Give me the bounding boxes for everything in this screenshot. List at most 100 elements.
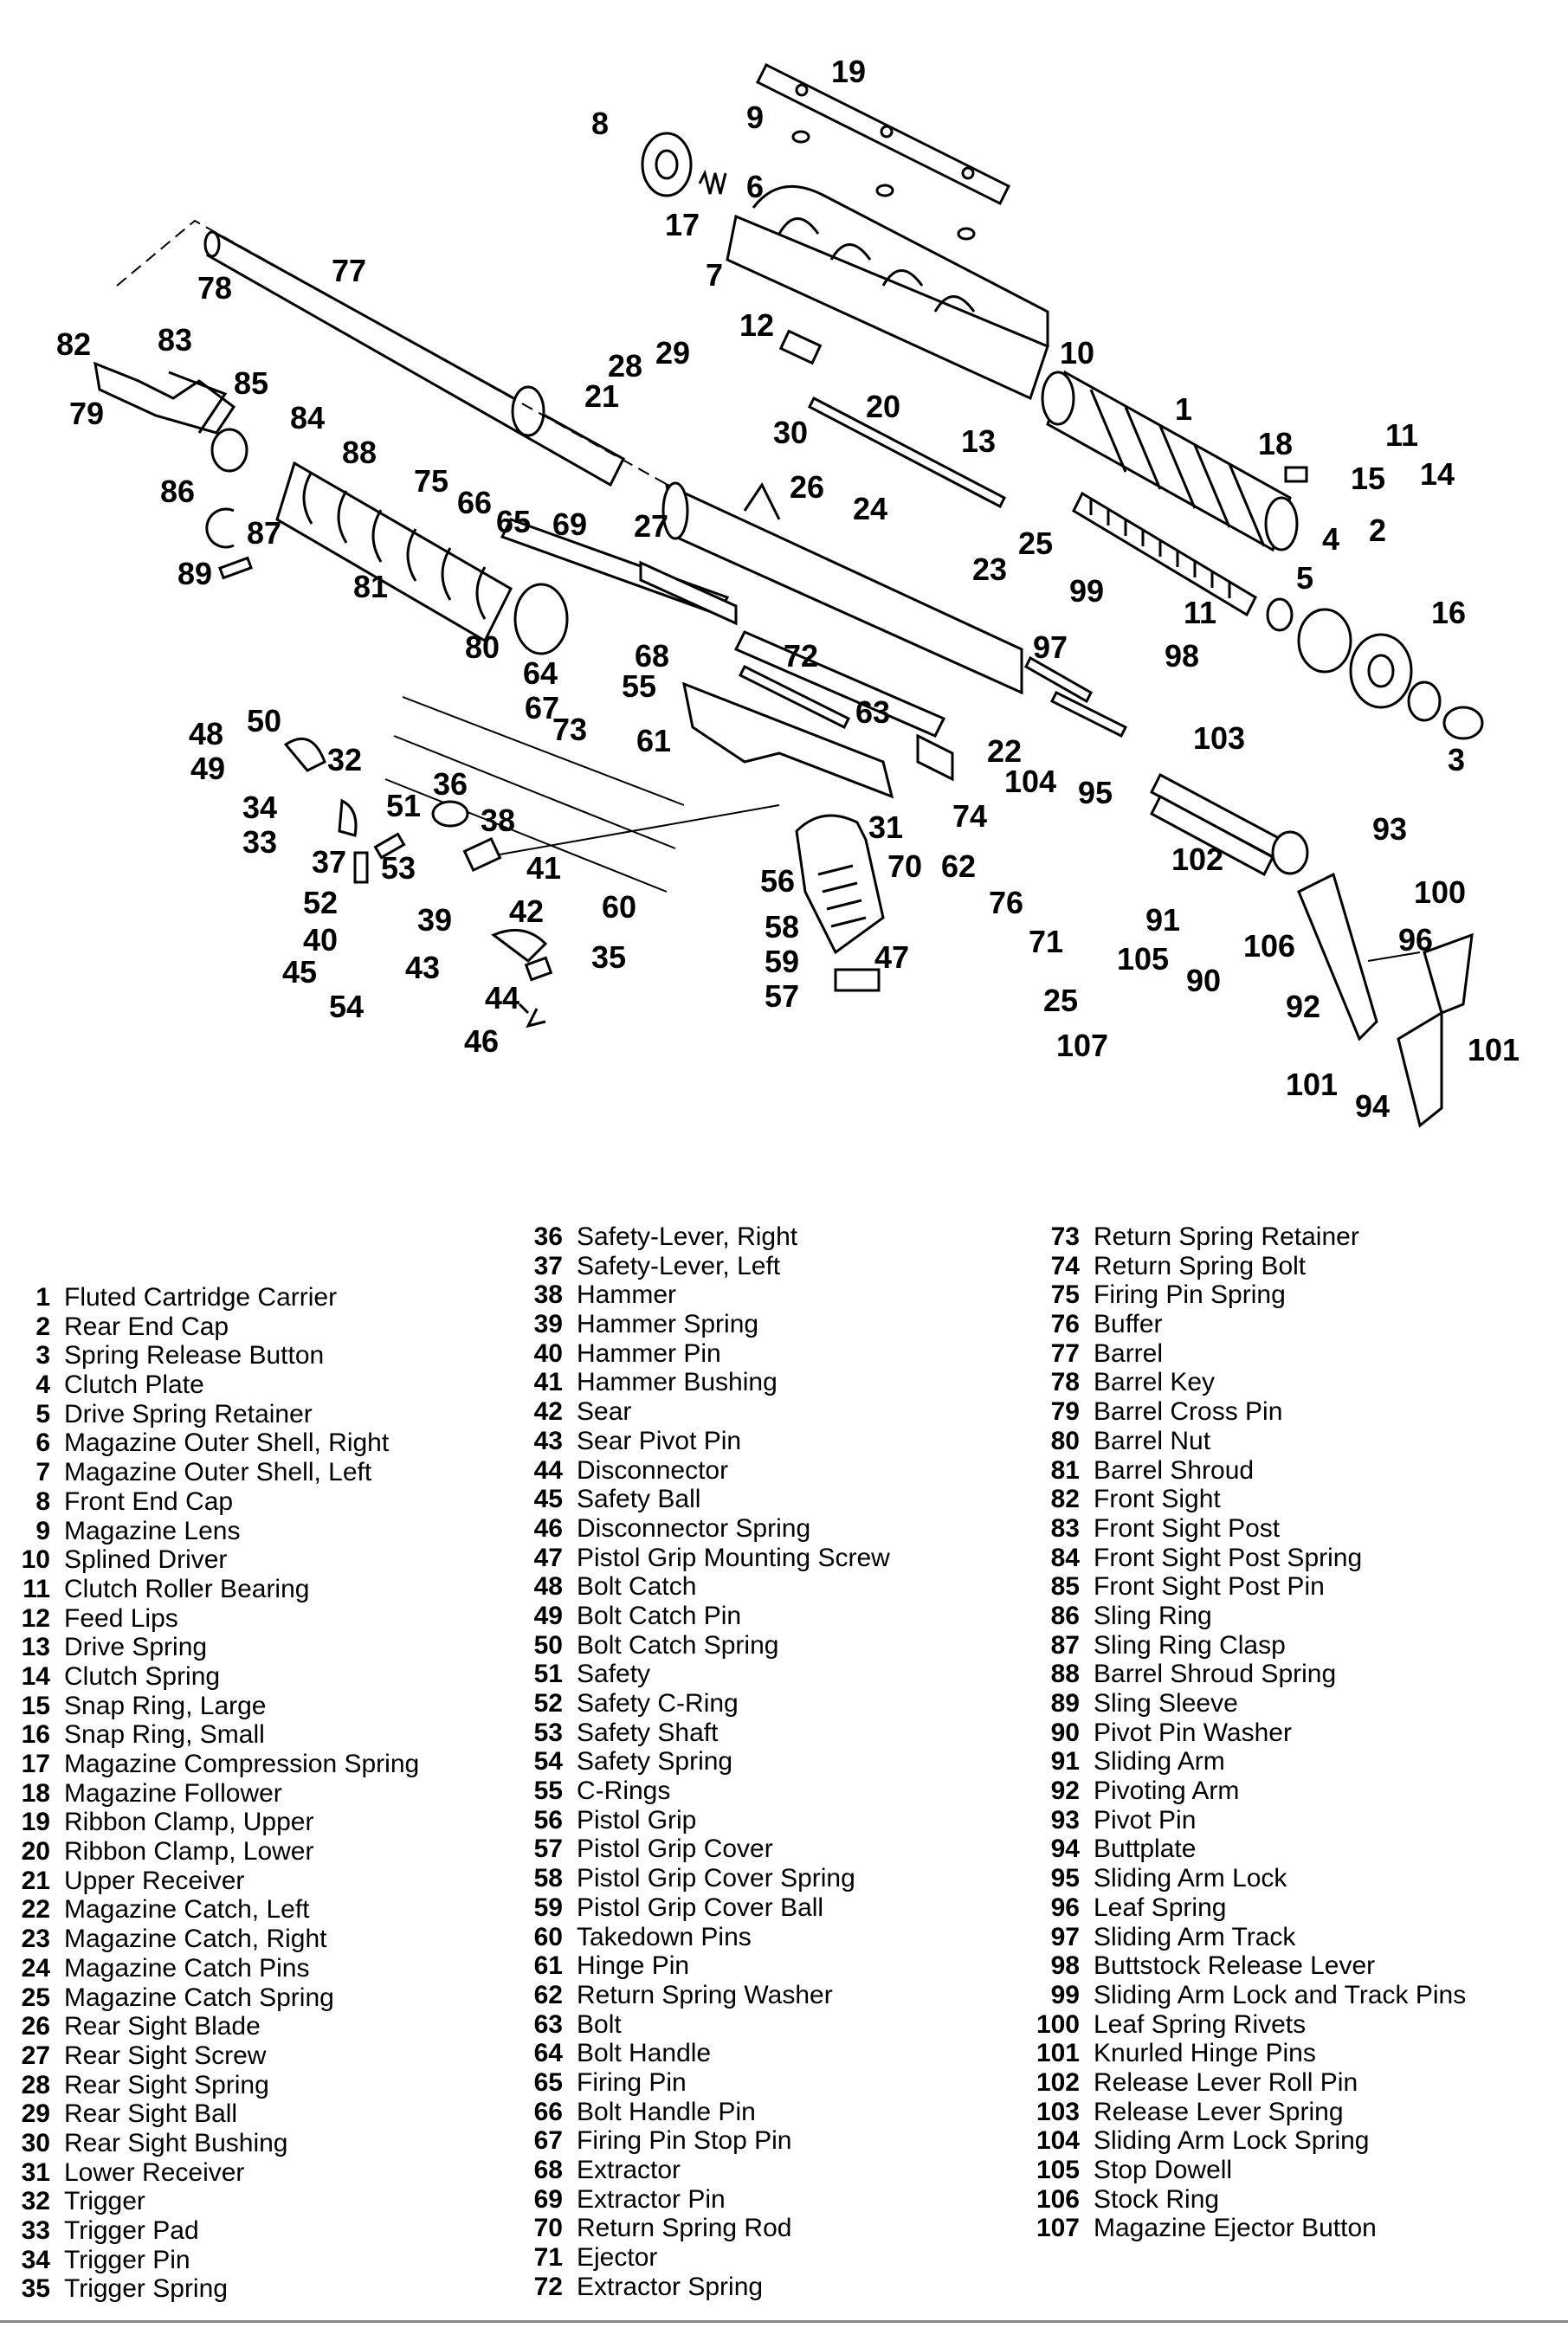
callout: 66 (457, 485, 492, 520)
callout: 16 (1431, 595, 1466, 630)
legend-number: 90 (1050, 1718, 1080, 1747)
legend-part-name: Rear Sight Bushing (64, 2128, 288, 2157)
legend-part-name: Front Sight (1094, 1485, 1221, 1514)
legend-number: 53 (533, 1718, 563, 1747)
legend-part-name: Safety-Lever, Right (577, 1222, 798, 1251)
callout: 19 (831, 54, 866, 89)
part-sling-ring (205, 507, 235, 549)
legend-number: 95 (1050, 1864, 1080, 1893)
callout: 23 (972, 551, 1007, 587)
legend-part-name: Magazine Outer Shell, Left (64, 1458, 372, 1487)
legend-part-name: Bolt Catch Pin (577, 1601, 742, 1630)
legend-part-name: Safety Spring (577, 1747, 733, 1777)
legend-part-name: Safety Shaft (577, 1718, 719, 1747)
legend-part-name: Sliding Arm Track (1094, 1922, 1296, 1951)
legend-part-name: Pistol Grip (577, 1805, 697, 1835)
legend-part-name: Extractor Pin (577, 2184, 726, 2214)
legend-number: 23 (21, 1925, 50, 1954)
legend-part-name: Safety C-Ring (577, 1689, 739, 1718)
legend-part-name: Leaf Spring Rivets (1094, 2009, 1307, 2039)
legend-part-name: Hammer Bushing (577, 1368, 778, 1397)
legend-part-name: Drive Spring Retainer (64, 1399, 313, 1428)
callout: 4 (1322, 521, 1339, 557)
legend-part-name: Extractor (577, 2156, 681, 2184)
callout: 31 (868, 809, 903, 845)
part-front-end-cap (641, 132, 693, 197)
legend-number: 103 (1036, 2097, 1080, 2126)
legend-part-name: Magazine Catch, Left (64, 1895, 310, 1925)
part-compression-spring (698, 169, 727, 195)
legend-number: 7 (35, 1458, 50, 1487)
legend-part-name: Knurled Hinge Pins (1094, 2039, 1316, 2068)
legend-part-name: Bolt Catch Spring (577, 1630, 779, 1660)
callout: 76 (989, 885, 1023, 920)
legend-part-name: Sling Ring Clasp (1094, 1630, 1286, 1660)
legend-number: 8 (35, 1486, 50, 1516)
legend-number: 44 (533, 1455, 563, 1485)
legend-number: 5 (35, 1399, 50, 1428)
legend-part-name: Sliding Arm Lock (1094, 1864, 1287, 1893)
legend-part-name: Firing Pin Stop Pin (577, 2126, 792, 2156)
callout: 3 (1448, 742, 1465, 777)
legend-number: 63 (533, 2009, 563, 2039)
legend-part-name: Drive Spring (64, 1633, 208, 1662)
legend-part-name: Clutch Roller Bearing (64, 1574, 310, 1603)
callout: 50 (247, 703, 281, 738)
legend-part-name: Buttstock Release Lever (1094, 1951, 1376, 1981)
part-bolt (733, 630, 946, 738)
callout: 41 (526, 850, 561, 886)
legend-number: 31 (21, 2157, 50, 2187)
legend-item: 7 Magazine Outer Shell, Left (16, 1458, 419, 1487)
callout: 44 (485, 980, 519, 1016)
legend-number: 29 (21, 2099, 50, 2129)
callout: 48 (189, 716, 223, 751)
callout: 79 (69, 396, 104, 431)
callout: 15 (1351, 461, 1385, 496)
part-feed-lips (778, 329, 823, 365)
legend-number: 26 (21, 2012, 50, 2041)
callout: 104 (1004, 764, 1056, 799)
callout: 54 (329, 989, 364, 1024)
legend-part-name: Ejector (577, 2243, 658, 2273)
callout: 106 (1243, 928, 1295, 964)
legend-part-name: Ribbon Clamp, Upper (64, 1808, 314, 1837)
legend-part-name: Barrel Shroud Spring (1094, 1660, 1337, 1689)
legend-number: 6 (35, 1428, 50, 1458)
legend-number: 2 (35, 1312, 50, 1341)
legend-part-name: Front End Cap (64, 1486, 234, 1516)
legend-item: 5 Drive Spring Retainer (16, 1400, 419, 1429)
legend-part-name: Rear End Cap (64, 1312, 229, 1341)
legend-part-name: Spring Release Button (64, 1341, 325, 1370)
legend-number: 59 (533, 1893, 563, 1922)
legend-number: 66 (533, 2097, 563, 2126)
callout: 80 (465, 629, 500, 665)
callout: 33 (242, 824, 277, 860)
callout: 83 (158, 322, 192, 358)
legend-part-name: Sear (577, 1397, 632, 1427)
part-bolt-handle (500, 518, 738, 626)
